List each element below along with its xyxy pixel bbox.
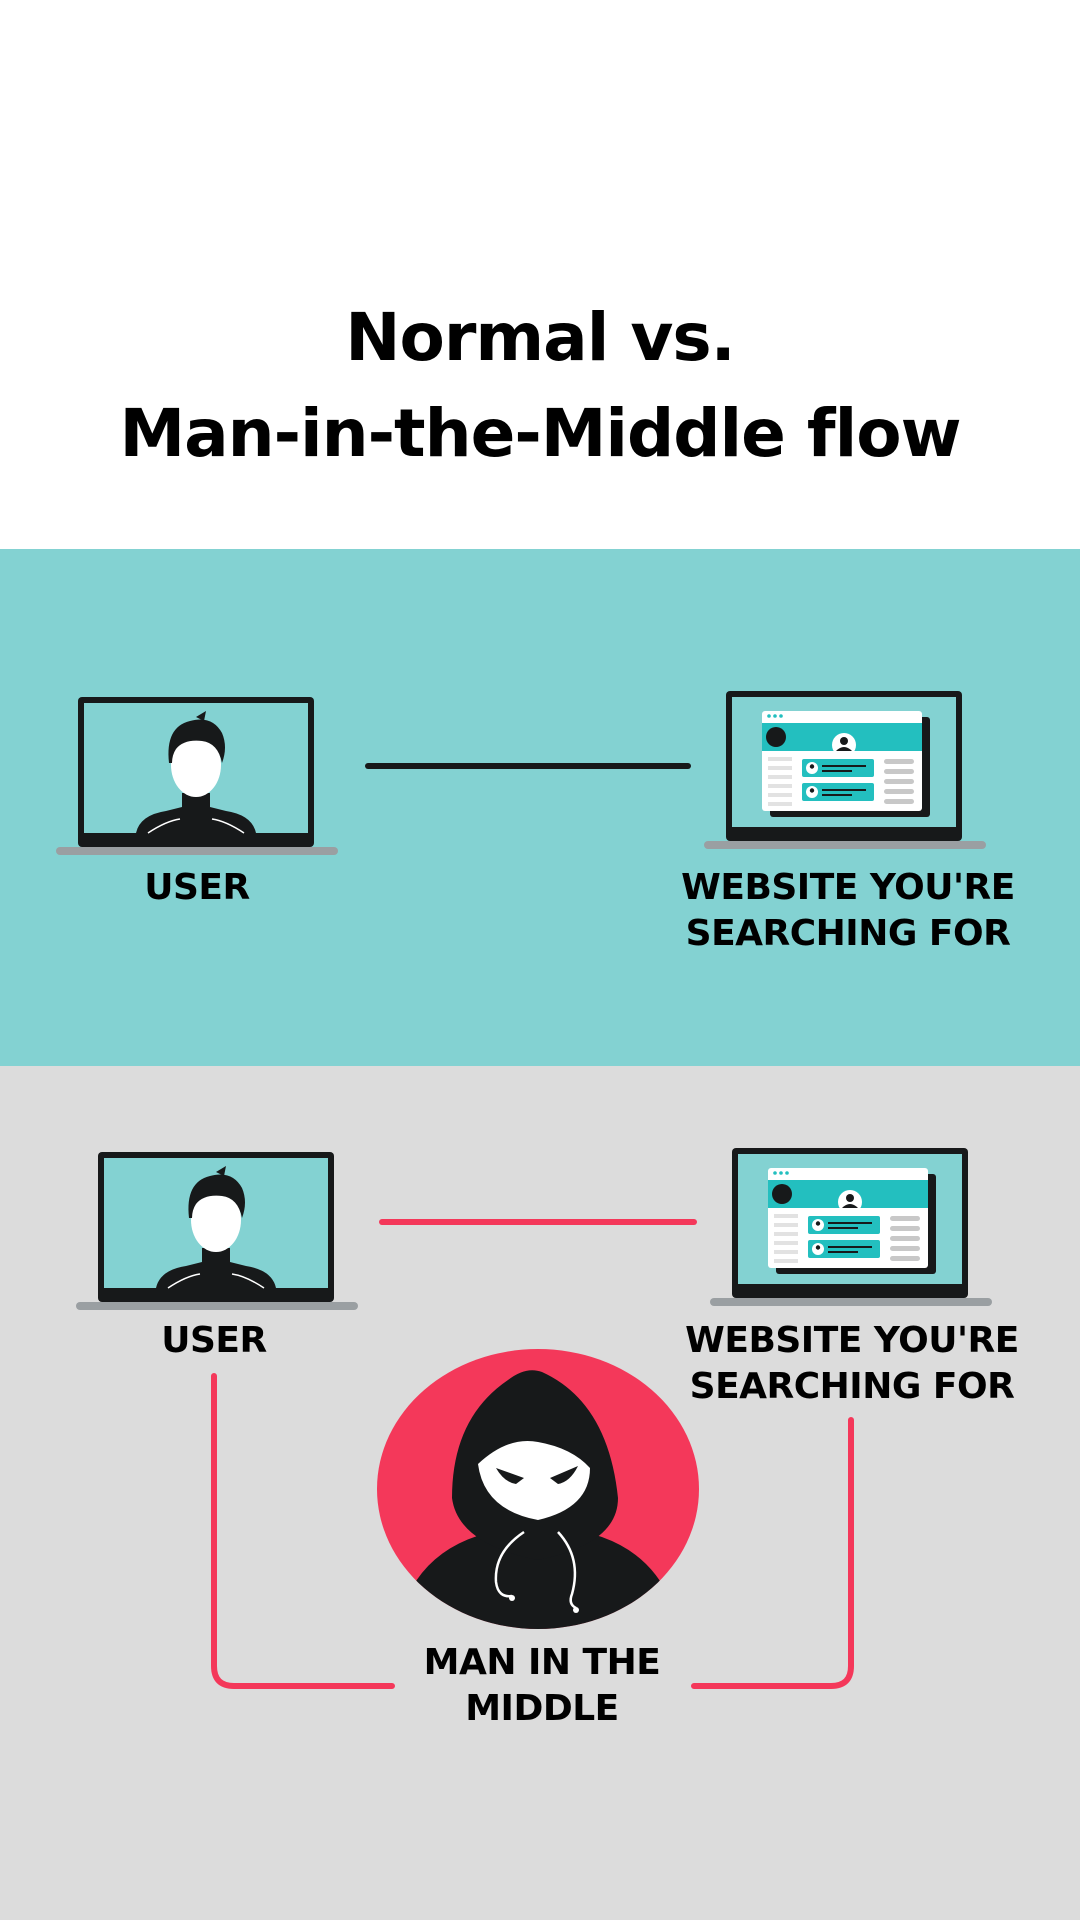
attacker-label-line-2: MIDDLE <box>465 1688 619 1729</box>
mitm-website-label-line-2: SEARCHING FOR <box>689 1366 1015 1407</box>
website-label-line-1: WEBSITE YOU'RE <box>681 867 1015 908</box>
page-title-line-1: Normal vs. <box>345 299 735 376</box>
user-label: USER <box>144 867 250 908</box>
page-title: Normal vs. Man-in-the-Middle flow <box>0 290 1080 482</box>
mitm-user-label: USER <box>161 1320 267 1361</box>
attacker-label: MAN IN THE MIDDLE <box>392 1640 692 1732</box>
direct-connection-line <box>365 763 691 769</box>
mitm-flow-panel: USER WEBSITE YOU'RE SEARCHING FOR MAN IN… <box>0 1066 1080 1920</box>
normal-flow-panel: USER WEBSITE YOU'RE SEARCHING FOR <box>0 549 1080 1066</box>
website-laptop-icon <box>704 691 986 849</box>
attacker-to-website-line <box>691 1417 854 1689</box>
page-title-line-2: Man-in-the-Middle flow <box>119 395 961 472</box>
mitm-website-label-line-1: WEBSITE YOU'RE <box>685 1320 1019 1361</box>
website-label: WEBSITE YOU'RE SEARCHING FOR <box>668 865 1028 957</box>
mitm-connection-lines <box>211 1219 854 1689</box>
website-label-line-2: SEARCHING FOR <box>685 913 1011 954</box>
hacker-avatar-icon <box>377 1349 699 1629</box>
attacker-label-line-1: MAN IN THE <box>423 1642 661 1683</box>
mitm-website-label: WEBSITE YOU'RE SEARCHING FOR <box>672 1318 1032 1410</box>
user-to-attacker-line <box>211 1373 395 1689</box>
